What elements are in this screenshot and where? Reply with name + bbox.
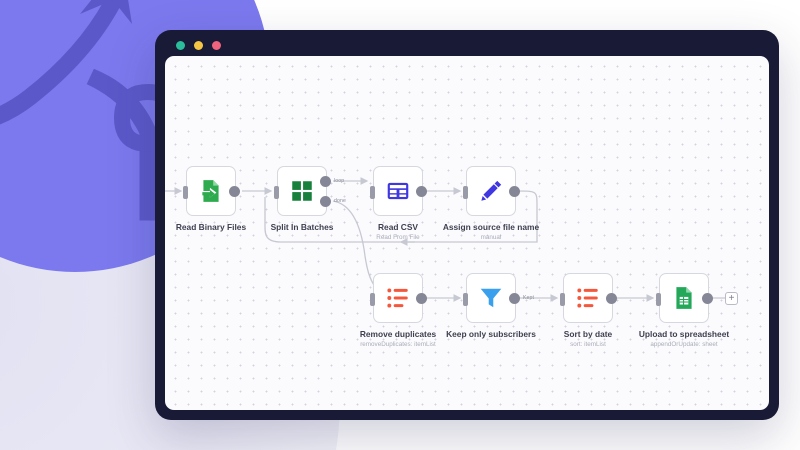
- node-title: Read CSV: [377, 222, 419, 232]
- node-subtitle: appendOrUpdate: sheet: [650, 341, 718, 348]
- output-port[interactable]: [509, 186, 520, 197]
- window-controls[interactable]: [176, 41, 221, 50]
- node-subtitle: sort: itemList: [570, 341, 606, 348]
- output-port-loop[interactable]: [320, 176, 331, 187]
- connection-wires: [165, 177, 730, 302]
- input-port[interactable]: [370, 293, 375, 306]
- node-subtitle: removeDuplicates: itemList: [360, 341, 436, 348]
- node-assign-source-file-name[interactable]: Assign source file name manual: [443, 166, 539, 241]
- bullet-list-icon: [387, 288, 408, 308]
- output-port[interactable]: [416, 186, 427, 197]
- node-graph: Read Binary Files loop: [165, 56, 769, 410]
- output-port[interactable]: [702, 293, 713, 304]
- node-keep-only-subscribers[interactable]: Kept Keep only subscribers: [446, 273, 536, 339]
- node-title: Upload to spreadsheet: [638, 329, 730, 339]
- output-label-done: done: [334, 198, 346, 204]
- workflow-canvas[interactable]: Read Binary Files loop: [165, 56, 769, 410]
- node-subtitle: Read From File: [376, 234, 420, 241]
- node-caption: Read Binary Files: [165, 222, 286, 233]
- node-title: Sort by date: [563, 329, 613, 339]
- output-port-kept[interactable]: [509, 293, 520, 304]
- node-caption: Sort by date sort: itemList: [513, 329, 663, 349]
- input-port[interactable]: [656, 293, 661, 306]
- file-import-icon: [201, 180, 219, 202]
- node-title: Read Binary Files: [175, 222, 247, 232]
- node-remove-duplicates[interactable]: Remove duplicates removeDuplicates: item…: [360, 273, 436, 348]
- add-node-button[interactable]: +: [725, 292, 738, 305]
- node-title: Split In Batches: [270, 222, 334, 232]
- output-port[interactable]: [416, 293, 427, 304]
- spreadsheet-table-icon: [387, 182, 409, 200]
- maximize-light[interactable]: [212, 41, 221, 50]
- close-light[interactable]: [176, 41, 185, 50]
- pencil-edit-icon: [481, 180, 502, 201]
- node-subtitle: manual: [480, 234, 502, 241]
- node-caption: Assign source file name manual: [416, 222, 566, 242]
- input-port[interactable]: [274, 186, 279, 199]
- minimize-light[interactable]: [194, 41, 203, 50]
- node-read-csv[interactable]: Read CSV Read From File: [370, 166, 427, 241]
- output-label-kept: Kept: [523, 295, 535, 301]
- output-port-done[interactable]: [320, 196, 331, 207]
- google-sheets-icon: [676, 287, 692, 309]
- node-upload-to-spreadsheet[interactable]: Upload to spreadsheet appendOrUpdate: sh…: [639, 273, 729, 348]
- node-caption: Split In Batches: [227, 222, 377, 233]
- input-port[interactable]: [560, 293, 565, 306]
- output-port[interactable]: [229, 186, 240, 197]
- node-read-binary-files[interactable]: Read Binary Files: [176, 166, 246, 232]
- node-caption: Upload to spreadsheet appendOrUpdate: sh…: [609, 329, 759, 349]
- grid-squares-icon: [292, 181, 312, 201]
- node-title: Keep only subscribers: [446, 329, 536, 339]
- filter-funnel-icon: [480, 288, 502, 308]
- output-label-loop: loop: [334, 178, 345, 184]
- app-window: Read Binary Files loop: [155, 30, 779, 420]
- bullet-list-icon: [577, 288, 598, 308]
- input-port[interactable]: [463, 293, 468, 306]
- input-port[interactable]: [370, 186, 375, 199]
- input-port[interactable]: [183, 186, 188, 199]
- node-caption: Remove duplicates removeDuplicates: item…: [323, 329, 473, 349]
- node-title: Assign source file name: [442, 222, 540, 232]
- output-port[interactable]: [606, 293, 617, 304]
- node-title: Remove duplicates: [359, 329, 437, 339]
- input-port[interactable]: [463, 186, 468, 199]
- node-sort-by-date[interactable]: Sort by date sort: itemList: [560, 273, 617, 348]
- node-split-in-batches[interactable]: loop done Split In Batches: [271, 166, 346, 232]
- node-caption: Keep only subscribers: [416, 329, 566, 340]
- node-caption: Read CSV Read From File: [323, 222, 473, 242]
